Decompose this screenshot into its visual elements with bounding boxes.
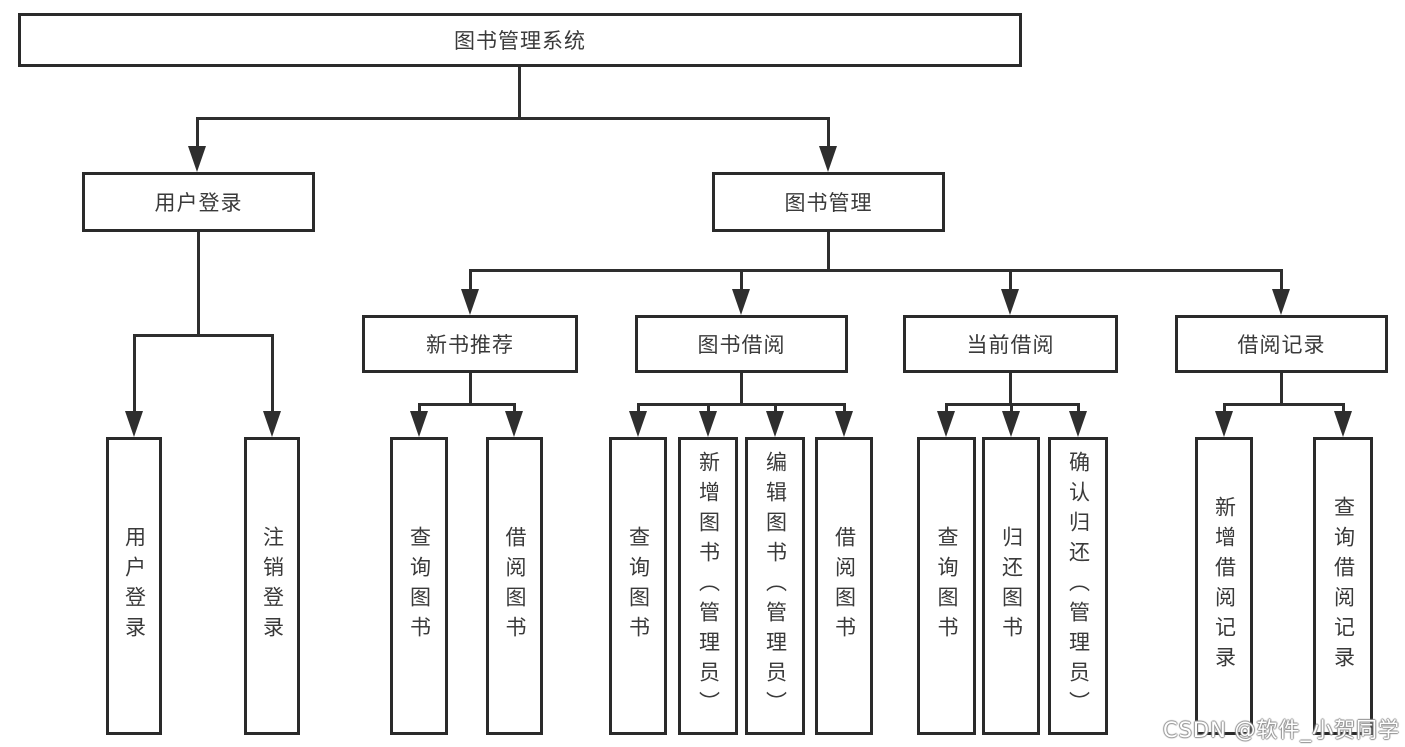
leaf-borrow-books-recommend: 借阅图书 [486, 437, 543, 735]
leaf-user-login: 用户登录 [106, 437, 162, 735]
leaf-borrow-books-borrowing: 借阅图书 [815, 437, 873, 735]
node-root-label: 图书管理系统 [454, 29, 586, 53]
leaf-add-borrow-record: 新增借阅记录 [1195, 437, 1253, 735]
connector-borrowing-crossbar [637, 403, 846, 406]
leaf-query-books-recommend: 查询图书 [390, 437, 448, 735]
node-user-login: 用户登录 [82, 172, 315, 232]
arrow-down-icon [699, 411, 717, 437]
connector-borrowing-drop-3 [774, 403, 777, 415]
leaf-add-books-admin-label: 新增图书（管理员） [696, 451, 721, 721]
connector-user-login-drop-2 [271, 334, 274, 414]
arrow-down-icon [629, 411, 647, 437]
connector-user-login-drop-1 [133, 334, 136, 414]
leaf-add-borrow-record-label: 新增借阅记录 [1212, 496, 1237, 676]
connector-user-login-crossbar [133, 334, 274, 337]
arrow-down-icon [461, 289, 479, 315]
arrow-down-icon [819, 146, 837, 172]
connector-book-mgmt-stem [827, 232, 830, 272]
leaf-query-books-borrowing: 查询图书 [609, 437, 667, 735]
leaf-return-books-label: 归还图书 [999, 526, 1024, 646]
connector-book-mgmt-drop-4 [1280, 269, 1283, 293]
csdn-watermark: CSDN @软件_小贺同学 [1162, 718, 1400, 742]
arrow-down-icon [188, 146, 206, 172]
node-book-management-label: 图书管理 [784, 191, 873, 215]
connector-current-stem [1009, 373, 1012, 406]
arrow-down-icon [1215, 411, 1233, 437]
connector-recommend-stem [469, 373, 472, 406]
leaf-add-books-admin: 新增图书（管理员） [678, 437, 738, 735]
arrow-down-icon [732, 289, 750, 315]
leaf-user-login-label: 用户登录 [122, 526, 147, 646]
arrow-down-icon [263, 411, 281, 437]
connector-records-drop-2 [1342, 403, 1345, 415]
arrow-down-icon [937, 411, 955, 437]
connector-user-login-stem [197, 232, 200, 337]
leaf-logout-label: 注销登录 [260, 526, 285, 646]
connector-current-drop-1 [945, 403, 948, 415]
leaf-confirm-return-admin: 确认归还（管理员） [1048, 437, 1108, 735]
leaf-edit-books-admin-label: 编辑图书（管理员） [763, 451, 788, 721]
connector-records-crossbar [1223, 403, 1345, 406]
connector-borrowing-drop-4 [843, 403, 846, 415]
arrow-down-icon [125, 411, 143, 437]
leaf-return-books: 归还图书 [982, 437, 1040, 735]
leaf-query-books-recommend-label: 查询图书 [407, 526, 432, 646]
connector-current-drop-2 [1010, 403, 1013, 415]
node-new-book-recommend-label: 新书推荐 [426, 333, 514, 357]
node-current-borrowing-label: 当前借阅 [966, 333, 1055, 357]
arrow-down-icon [1001, 289, 1019, 315]
connector-root-drop-right [827, 117, 830, 149]
connector-current-drop-3 [1077, 403, 1080, 415]
connector-book-mgmt-drop-1 [469, 269, 472, 293]
leaf-confirm-return-admin-label: 确认归还（管理员） [1066, 451, 1091, 721]
leaf-borrow-books-recommend-label: 借阅图书 [503, 526, 527, 646]
node-borrow-records: 借阅记录 [1175, 315, 1388, 373]
connector-book-mgmt-drop-3 [1009, 269, 1012, 293]
connector-recommend-crossbar [418, 403, 516, 406]
leaf-query-books-borrowing-label: 查询图书 [626, 526, 651, 646]
connector-root-crossbar [196, 117, 830, 120]
connector-records-drop-1 [1223, 403, 1226, 415]
node-current-borrowing: 当前借阅 [903, 315, 1118, 373]
node-book-borrowing: 图书借阅 [635, 315, 848, 373]
connector-borrowing-drop-1 [637, 403, 640, 415]
connector-recommend-drop-2 [513, 403, 516, 415]
node-book-borrowing-label: 图书借阅 [697, 333, 786, 357]
leaf-query-borrow-record-label: 查询借阅记录 [1331, 496, 1356, 676]
arrow-down-icon [1334, 411, 1352, 437]
leaf-query-borrow-record: 查询借阅记录 [1313, 437, 1373, 735]
arrow-down-icon [1069, 411, 1087, 437]
connector-book-mgmt-drop-2 [740, 269, 743, 293]
connector-recommend-drop-1 [418, 403, 421, 415]
arrow-down-icon [1002, 411, 1020, 437]
leaf-borrow-books-borrowing-label: 借阅图书 [832, 526, 857, 646]
node-user-login-label: 用户登录 [154, 191, 243, 215]
leaf-query-books-current: 查询图书 [917, 437, 976, 735]
arrow-down-icon [835, 411, 853, 437]
node-new-book-recommend: 新书推荐 [362, 315, 578, 373]
connector-book-mgmt-crossbar [469, 269, 1283, 272]
leaf-edit-books-admin: 编辑图书（管理员） [745, 437, 805, 735]
connector-root-stem [518, 67, 521, 119]
arrow-down-icon [505, 411, 523, 437]
leaf-query-books-current-label: 查询图书 [935, 526, 959, 646]
arrow-down-icon [766, 411, 784, 437]
connector-borrowing-stem [740, 373, 743, 406]
connector-records-stem [1280, 373, 1283, 406]
node-root-library-system: 图书管理系统 [18, 13, 1022, 67]
arrow-down-icon [410, 411, 428, 437]
connector-borrowing-drop-2 [707, 403, 710, 415]
leaf-logout: 注销登录 [244, 437, 300, 735]
arrow-down-icon [1272, 289, 1290, 315]
node-borrow-records-label: 借阅记录 [1237, 333, 1326, 357]
connector-root-drop-left [196, 117, 199, 149]
node-book-management: 图书管理 [712, 172, 945, 232]
